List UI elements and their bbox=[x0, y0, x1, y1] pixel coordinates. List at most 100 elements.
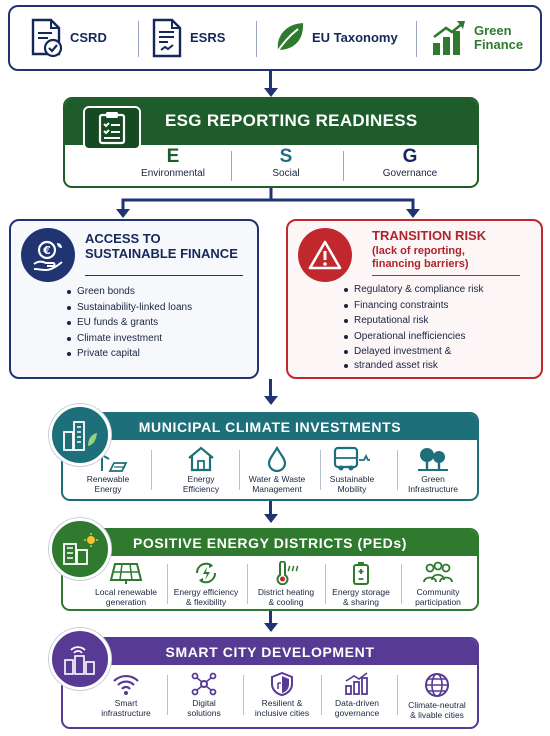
flow-arrow bbox=[269, 71, 272, 89]
divider bbox=[138, 21, 139, 57]
city-skyline-icon bbox=[49, 404, 111, 466]
label-line: solutions bbox=[187, 708, 221, 718]
pillar-social: S Social bbox=[227, 147, 345, 180]
list-item: EU funds & grants bbox=[67, 315, 192, 331]
divider bbox=[397, 675, 398, 715]
clipboard-check-icon bbox=[83, 106, 141, 150]
item-label: Climate-neutral& livable cities bbox=[398, 700, 476, 720]
label-line: Renewable bbox=[86, 474, 130, 484]
label-line: Infrastructure bbox=[407, 484, 459, 494]
finance-list: Green bonds Sustainability-linked loans … bbox=[67, 284, 192, 362]
label-line: Smart bbox=[114, 698, 138, 708]
subtitle-line: financing barriers) bbox=[372, 258, 469, 270]
network-icon bbox=[191, 672, 217, 696]
pillar-word: Social bbox=[272, 168, 300, 179]
risk-subtitle: (lack of reporting, financing barriers) bbox=[372, 245, 469, 271]
label-line: generation bbox=[105, 597, 147, 607]
risk-title: TRANSITION RISK bbox=[372, 228, 487, 243]
divider bbox=[247, 564, 248, 604]
item-energy-flexibility: Energy efficiency& flexibility bbox=[167, 561, 245, 607]
positive-energy-districts-box: POSITIVE ENERGY DISTRICTS (PEDs) Local r… bbox=[61, 528, 479, 611]
list-item: Climate investment bbox=[67, 331, 192, 347]
wifi-icon bbox=[113, 674, 139, 695]
pillar-environmental: E Environmental bbox=[114, 147, 232, 180]
item-label: Resilient &inclusive cities bbox=[243, 698, 321, 718]
item-resilient-cities: Resilient &inclusive cities bbox=[243, 672, 321, 718]
section-title: POSITIVE ENERGY DISTRICTS (PEDs) bbox=[132, 535, 408, 551]
divider bbox=[321, 675, 322, 715]
divider bbox=[256, 21, 257, 57]
label-line: & livable cities bbox=[410, 710, 464, 720]
standard-label: CSRD bbox=[70, 30, 107, 45]
flow-arrow bbox=[269, 379, 272, 396]
bus-icon bbox=[333, 446, 370, 471]
finance-title: ACCESS TO SUSTAINABLE FINANCE bbox=[85, 231, 238, 261]
esg-readiness-box: ESG REPORTING READINESS E Environmental … bbox=[63, 97, 479, 188]
flow-arrow bbox=[269, 611, 272, 623]
section-header bbox=[63, 530, 477, 556]
divider bbox=[397, 450, 398, 490]
water-drop-icon bbox=[267, 446, 287, 472]
flow-arrow-head bbox=[264, 514, 278, 523]
divider bbox=[343, 151, 344, 181]
divider bbox=[85, 275, 243, 276]
document-chart-icon bbox=[152, 18, 182, 58]
label-line: Resilient & bbox=[261, 698, 303, 708]
label-line: infrastructure bbox=[101, 708, 151, 718]
sustainable-finance-panel: € ACCESS TO SUSTAINABLE FINANCE Green bo… bbox=[9, 219, 259, 379]
label-line: Mobility bbox=[337, 484, 367, 494]
list-item-continuation: stranded asset risk bbox=[344, 358, 484, 374]
section-header bbox=[63, 414, 477, 440]
document-check-icon bbox=[31, 18, 63, 58]
thermometer-icon bbox=[276, 561, 299, 585]
divider bbox=[167, 564, 168, 604]
bar-chart-icon bbox=[345, 672, 368, 695]
list-item: Sustainability-linked loans bbox=[67, 300, 192, 316]
house-icon bbox=[188, 446, 214, 472]
section-title: MUNICIPAL CLIMATE INVESTMENTS bbox=[138, 419, 402, 435]
divider bbox=[239, 450, 240, 490]
label-line: Climate-neutral bbox=[408, 700, 466, 710]
divider bbox=[372, 275, 520, 276]
standard-label: EU Taxonomy bbox=[312, 30, 398, 45]
item-district-heating: District heating& cooling bbox=[247, 561, 325, 607]
label-line: District heating bbox=[257, 587, 315, 597]
label-line: Community bbox=[416, 587, 460, 597]
divider bbox=[231, 151, 232, 181]
flow-arrow bbox=[269, 501, 272, 514]
label-line: Sustainable bbox=[329, 474, 375, 484]
branch-connector bbox=[116, 188, 420, 218]
list-item: Reputational risk bbox=[344, 313, 484, 329]
label-line: Digital bbox=[192, 698, 216, 708]
label-line: Green bbox=[421, 474, 445, 484]
label-line: & sharing bbox=[343, 597, 379, 607]
battery-icon bbox=[353, 562, 369, 585]
divider bbox=[320, 450, 321, 490]
pillar-letter: G bbox=[402, 146, 418, 167]
label-line: & cooling bbox=[268, 597, 304, 607]
standard-label: ESRS bbox=[190, 30, 226, 45]
standard-csrd: CSRD bbox=[28, 7, 107, 69]
cycle-bolt-icon bbox=[195, 562, 217, 584]
leaf-icon bbox=[275, 23, 304, 55]
label-line: Energy efficiency bbox=[173, 587, 239, 597]
smart-city-wifi-icon bbox=[49, 628, 111, 690]
divider bbox=[167, 675, 168, 715]
list-item: Financing constraints bbox=[344, 298, 484, 314]
divider bbox=[416, 21, 417, 57]
pillar-governance: G Governance bbox=[351, 146, 469, 180]
label-line: Local renewable bbox=[95, 587, 157, 597]
